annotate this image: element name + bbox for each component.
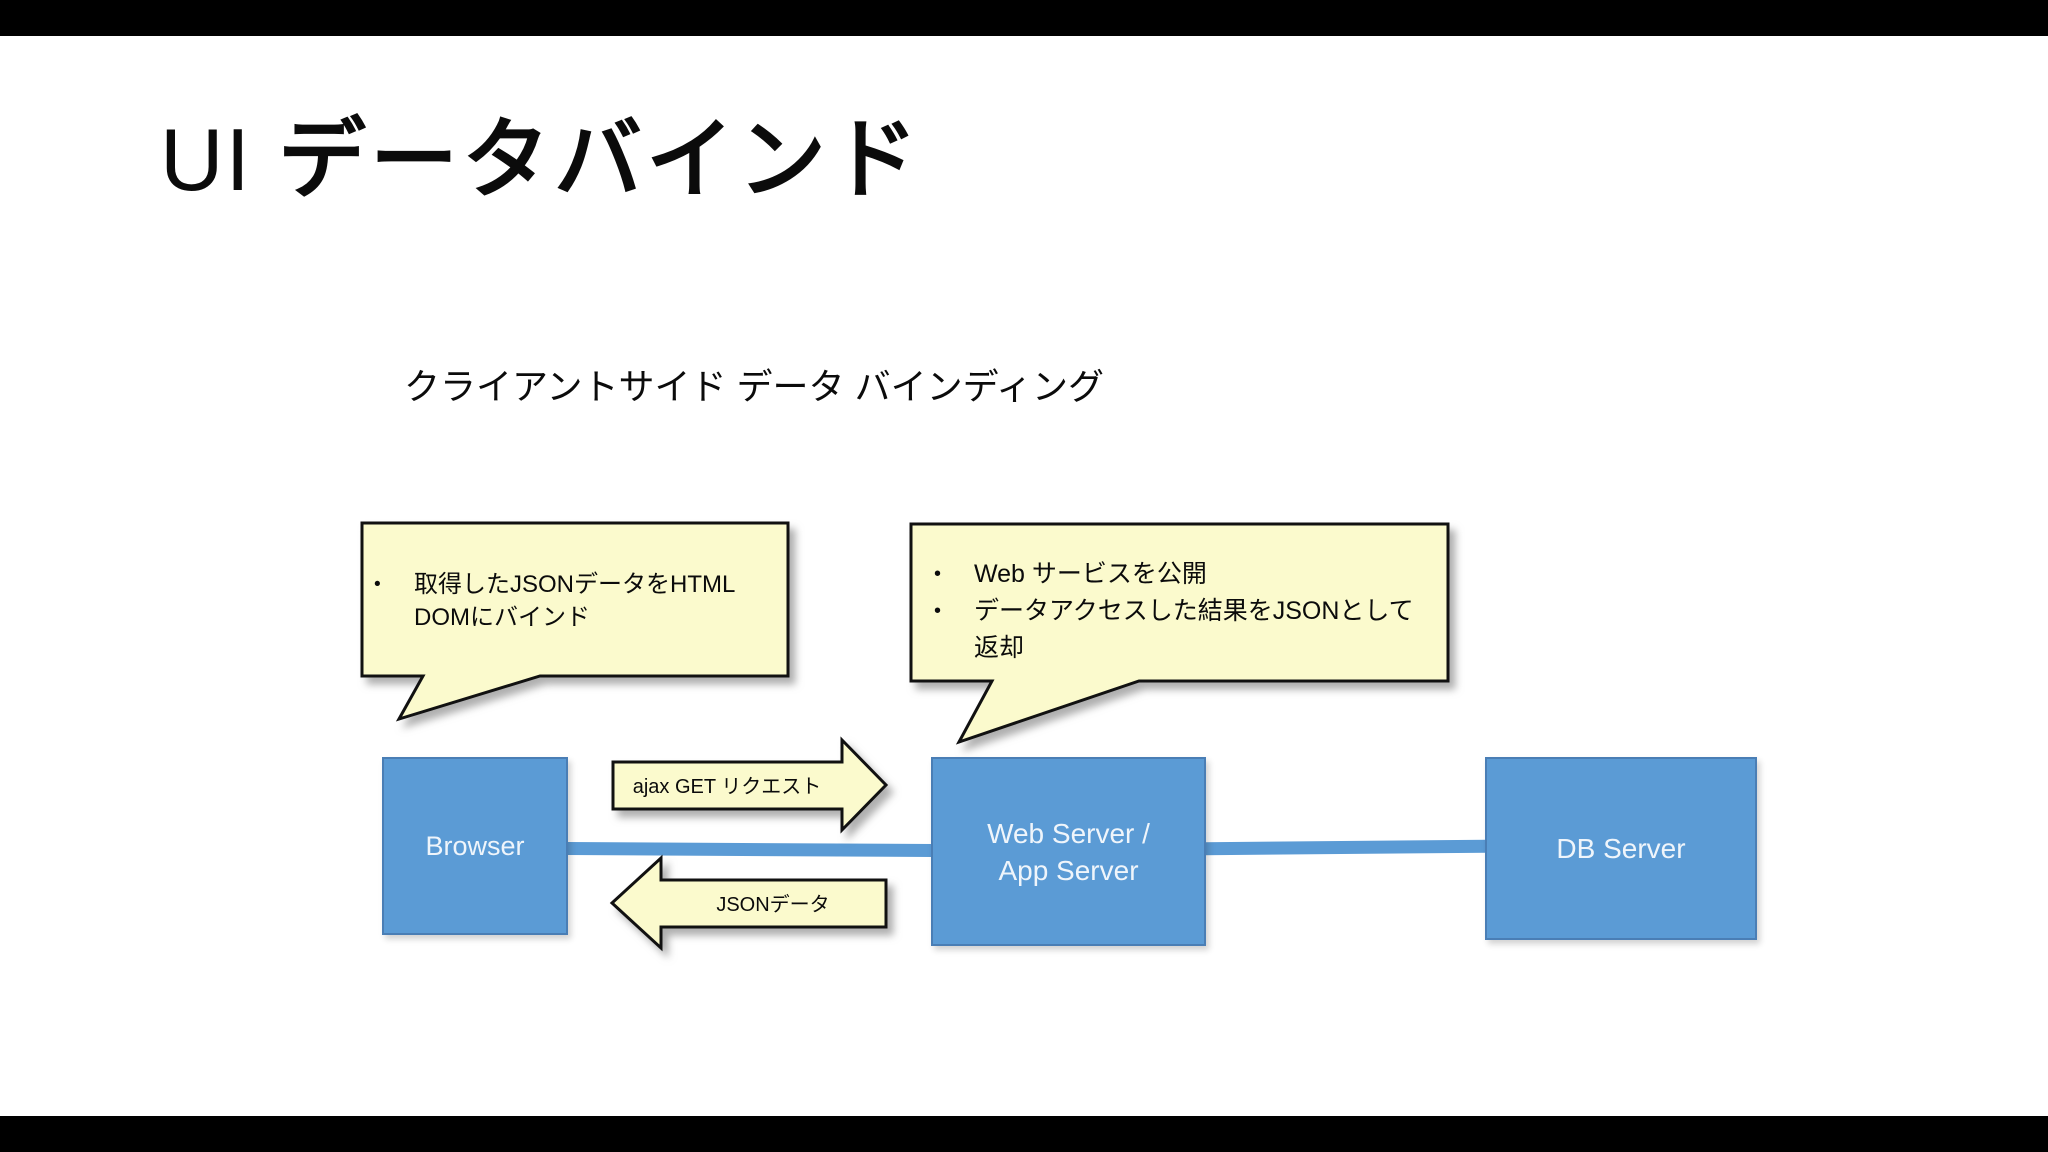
arrow-json-response-shape — [609, 854, 888, 952]
bullet-icon: • — [934, 563, 942, 585]
bullet-icon: • — [934, 600, 942, 622]
callout-client-shape — [360, 521, 790, 722]
callout-server-bubble — [909, 522, 1450, 745]
connector-webserver-dbserver — [1203, 839, 1488, 856]
letterbox-bar-top — [0, 0, 2048, 36]
callout-client-text: • 取得したJSONデータをHTML DOMにバインド — [366, 568, 771, 634]
callout-client-bullet-1-text: 取得したJSONデータをHTML DOMにバインド — [414, 571, 735, 631]
callout-server-bullet-2: • データアクセスした結果をJSONとして返却 — [926, 593, 1431, 667]
node-browser: Browser — [382, 757, 568, 935]
callout-server-bullet-2-text: データアクセスした結果をJSONとして返却 — [974, 597, 1414, 662]
arrow-ajax-request-label: ajax GET リクエスト — [633, 775, 822, 798]
arrow-ajax-request: ajax GET リクエスト — [611, 736, 889, 834]
slide-title-prefix: UI — [160, 110, 252, 209]
slide-subtitle: クライアントサイド データ バインディング — [404, 366, 1105, 407]
node-webserver-label-line1: Web Server / — [987, 817, 1150, 849]
slide-title: UI データバインド — [160, 112, 922, 208]
bullet-icon: • — [374, 574, 381, 595]
arrow-json-response-label: JSONデータ — [716, 893, 829, 916]
callout-client-bubble — [360, 521, 790, 722]
node-dbserver: DB Server — [1485, 757, 1757, 940]
node-browser-label: Browser — [425, 830, 525, 861]
slide-title-main: データバインド — [278, 110, 923, 209]
callout-server-bullet-1: • Web サービスを公開 — [926, 556, 1431, 593]
callout-client-bullet-1: • 取得したJSONデータをHTML DOMにバインド — [366, 568, 771, 634]
node-dbserver-label: DB Server — [1556, 833, 1686, 864]
node-webserver-label-line2: App Server — [998, 854, 1139, 886]
letterbox-bar-bottom — [0, 1116, 2048, 1152]
callout-server-shape — [909, 522, 1450, 745]
arrow-ajax-request-shape — [611, 736, 889, 834]
arrow-json-response: JSONデータ — [609, 854, 888, 952]
callout-server-bullet-1-text: Web サービスを公開 — [974, 560, 1207, 588]
callout-server-text: • Web サービスを公開 • データアクセスした結果をJSONとして返却 — [926, 556, 1431, 667]
node-webserver: Web Server / App Server — [931, 757, 1206, 946]
